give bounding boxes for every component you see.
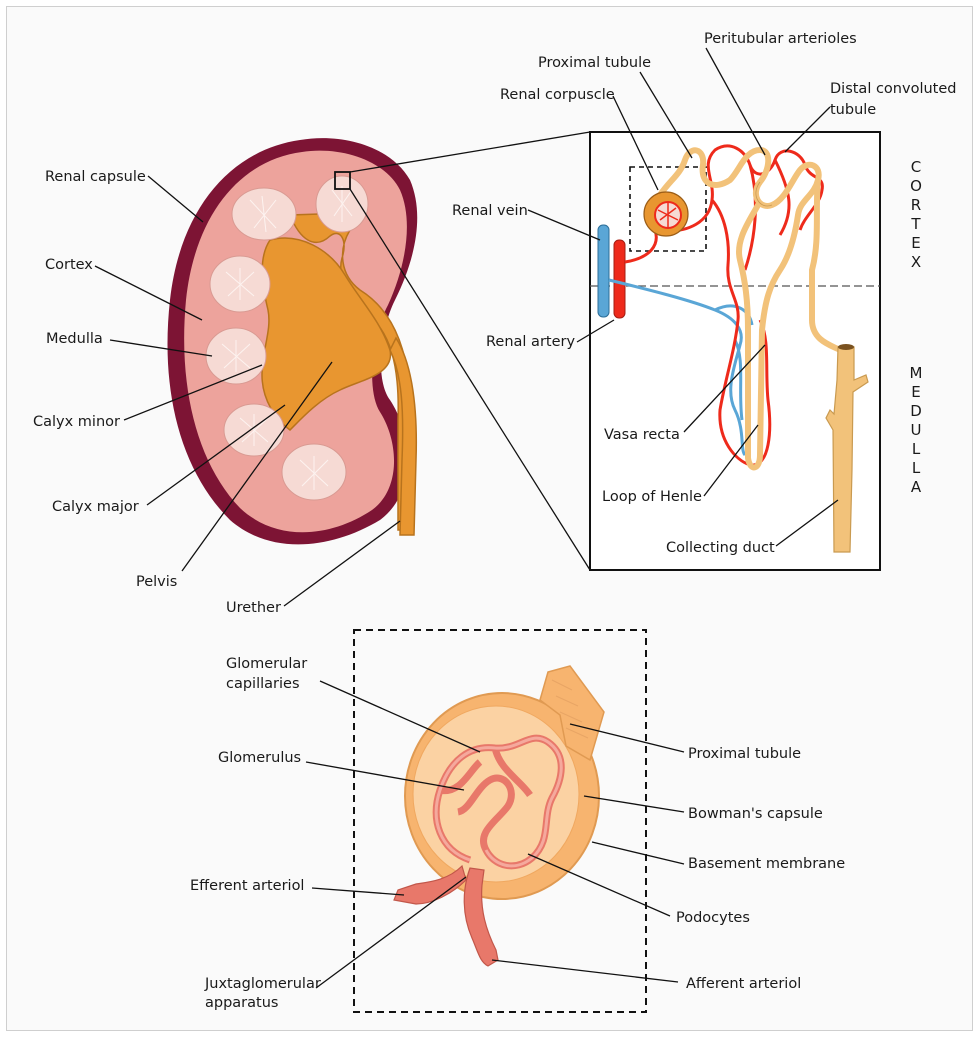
renal-vein-vessel [598, 225, 609, 317]
region-cortex-letter: T [910, 215, 921, 233]
region-medulla-letter: D [910, 402, 922, 420]
region-cortex-letter: O [910, 177, 922, 195]
collecting-duct-top [838, 344, 854, 350]
label-peritubular-arterioles: Peritubular arterioles [704, 31, 857, 47]
label-pelvis: Pelvis [136, 574, 177, 590]
label-loop-of-henle: Loop of Henle [602, 489, 702, 505]
label-urether: Urether [226, 600, 281, 616]
region-medulla-letter: L [912, 440, 921, 458]
label-collecting-duct: Collecting duct [666, 540, 775, 556]
label-glomerular-capillaries-1: Glomerular [226, 656, 307, 672]
region-cortex-letter: E [911, 234, 920, 252]
label-renal-corpuscle: Renal corpuscle [500, 87, 615, 103]
label-juxtaglomerular-2: apparatus [205, 995, 278, 1011]
label-renal-artery: Renal artery [486, 334, 575, 350]
label-renal-vein: Renal vein [452, 203, 528, 219]
label-efferent-arteriol: Efferent arteriol [190, 878, 304, 894]
region-medulla-letter: E [911, 383, 920, 401]
label-calyx-major: Calyx major [52, 499, 139, 515]
label-cortex: Cortex [45, 257, 93, 273]
label-distal-convoluted-tubule-1: Distal convoluted [830, 81, 956, 97]
label-calyx-minor: Calyx minor [33, 414, 120, 430]
label-afferent-arteriol: Afferent arteriol [686, 976, 801, 992]
label-proximal-tubule: Proximal tubule [538, 55, 651, 71]
region-cortex-letter: R [911, 196, 921, 214]
region-medulla-letter: U [911, 421, 922, 439]
label-podocytes: Podocytes [676, 910, 750, 926]
region-medulla-letter: M [910, 364, 923, 382]
label-juxtaglomerular-1: Juxtaglomerular [204, 976, 321, 992]
renal-artery-vessel [614, 240, 625, 318]
label-vasa-recta: Vasa recta [604, 427, 680, 443]
label-glomerular-capillaries-2: capillaries [226, 676, 300, 692]
label-proximal-tubule-detail: Proximal tubule [688, 746, 801, 762]
label-medulla: Medulla [46, 331, 103, 347]
region-cortex-letter: X [911, 253, 921, 271]
label-distal-convoluted-tubule-2: tubule [830, 102, 876, 118]
label-glomerulus: Glomerulus [218, 750, 301, 766]
region-medulla-letter: L [912, 459, 921, 477]
region-cortex-letter: C [911, 158, 921, 176]
label-basement-membrane: Basement membrane [688, 856, 845, 872]
label-renal-capsule: Renal capsule [45, 169, 146, 185]
region-medulla-letter: A [911, 478, 922, 496]
label-bowmans-capsule: Bowman's capsule [688, 806, 823, 822]
